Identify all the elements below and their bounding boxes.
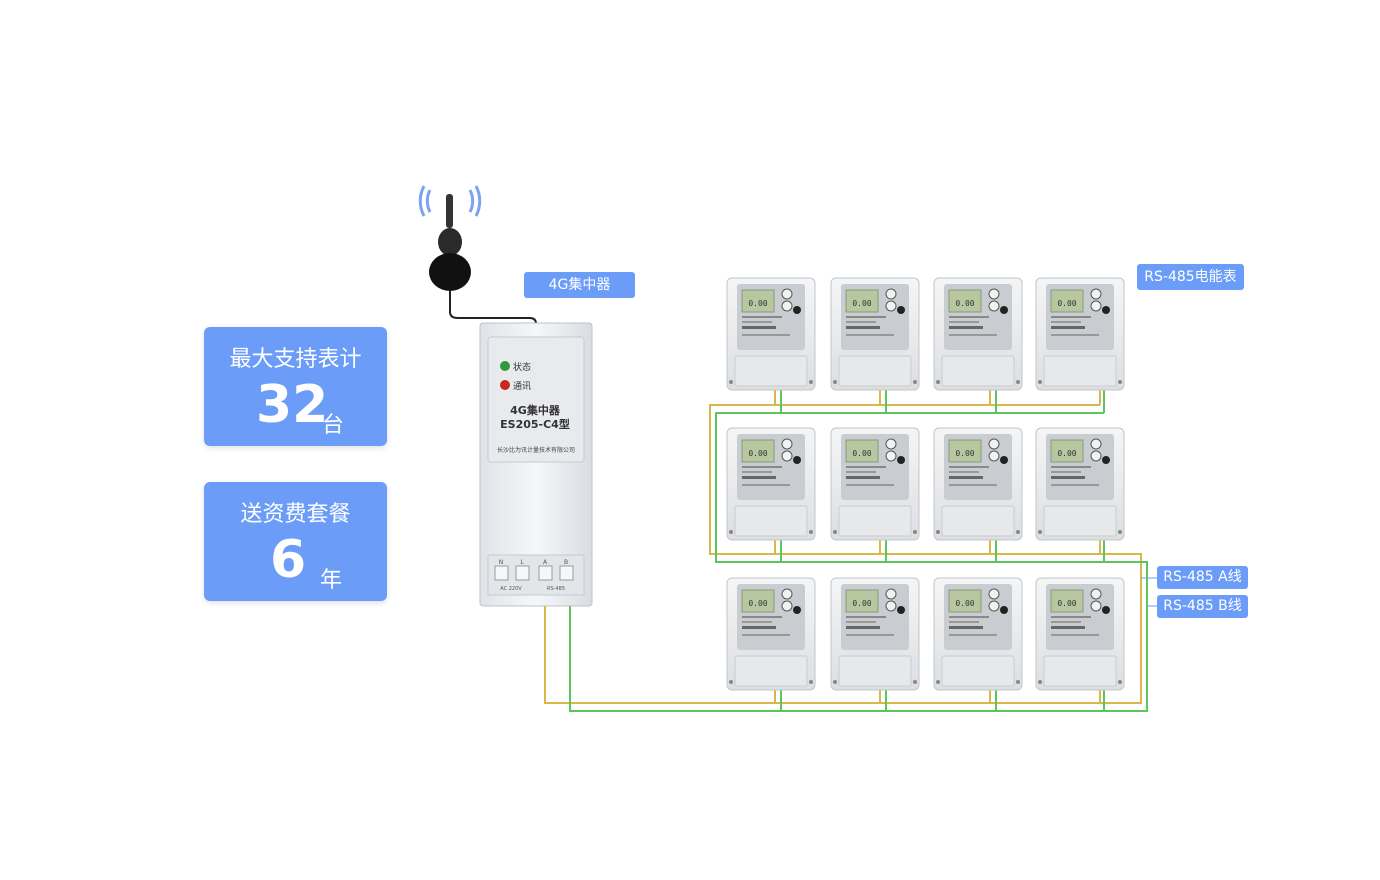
terminal-caption-bus: RS-485 (547, 586, 565, 592)
terminal-a: A (543, 559, 548, 566)
tariff-plan-card: 送资费套餐 6 年 (204, 482, 387, 601)
tariff-plan-unit: 年 (320, 568, 343, 593)
max-meters-unit: 台 (322, 413, 345, 438)
concentrator-tag: 4G集中器 (524, 272, 635, 298)
terminal-n: N (499, 559, 504, 566)
line-a-tag: RS-485 A线 (1157, 566, 1248, 589)
concentrator-device (479, 322, 593, 607)
meter-grid (726, 277, 1125, 691)
rs485-b-line (569, 390, 1148, 712)
meter-tag: RS-485电能表 (1137, 264, 1244, 290)
status-led-label: 状态 (513, 361, 531, 373)
max-meters-label: 最大支持表计 (229, 347, 362, 372)
line-b-tag: RS-485 B线 (1157, 595, 1248, 618)
device-company: 长沙比为讯计量技术有限公司 (497, 446, 575, 454)
max-meters-card: 最大支持表计 32 台 (204, 327, 387, 446)
terminal-b: B (564, 559, 568, 566)
terminal-l: L (520, 559, 524, 566)
rs485-a-line (544, 390, 1142, 704)
tariff-plan-label: 送资费套餐 (240, 502, 351, 527)
tariff-plan-number: 6 (270, 530, 307, 590)
antenna-icon (418, 185, 537, 325)
max-meters-number: 32 (256, 375, 329, 435)
comm-led-label: 通讯 (513, 381, 531, 392)
device-model: ES205-C4型 (500, 417, 570, 431)
terminal-caption-power: AC 220V (500, 586, 522, 592)
device-name: 4G集中器 (510, 403, 561, 417)
